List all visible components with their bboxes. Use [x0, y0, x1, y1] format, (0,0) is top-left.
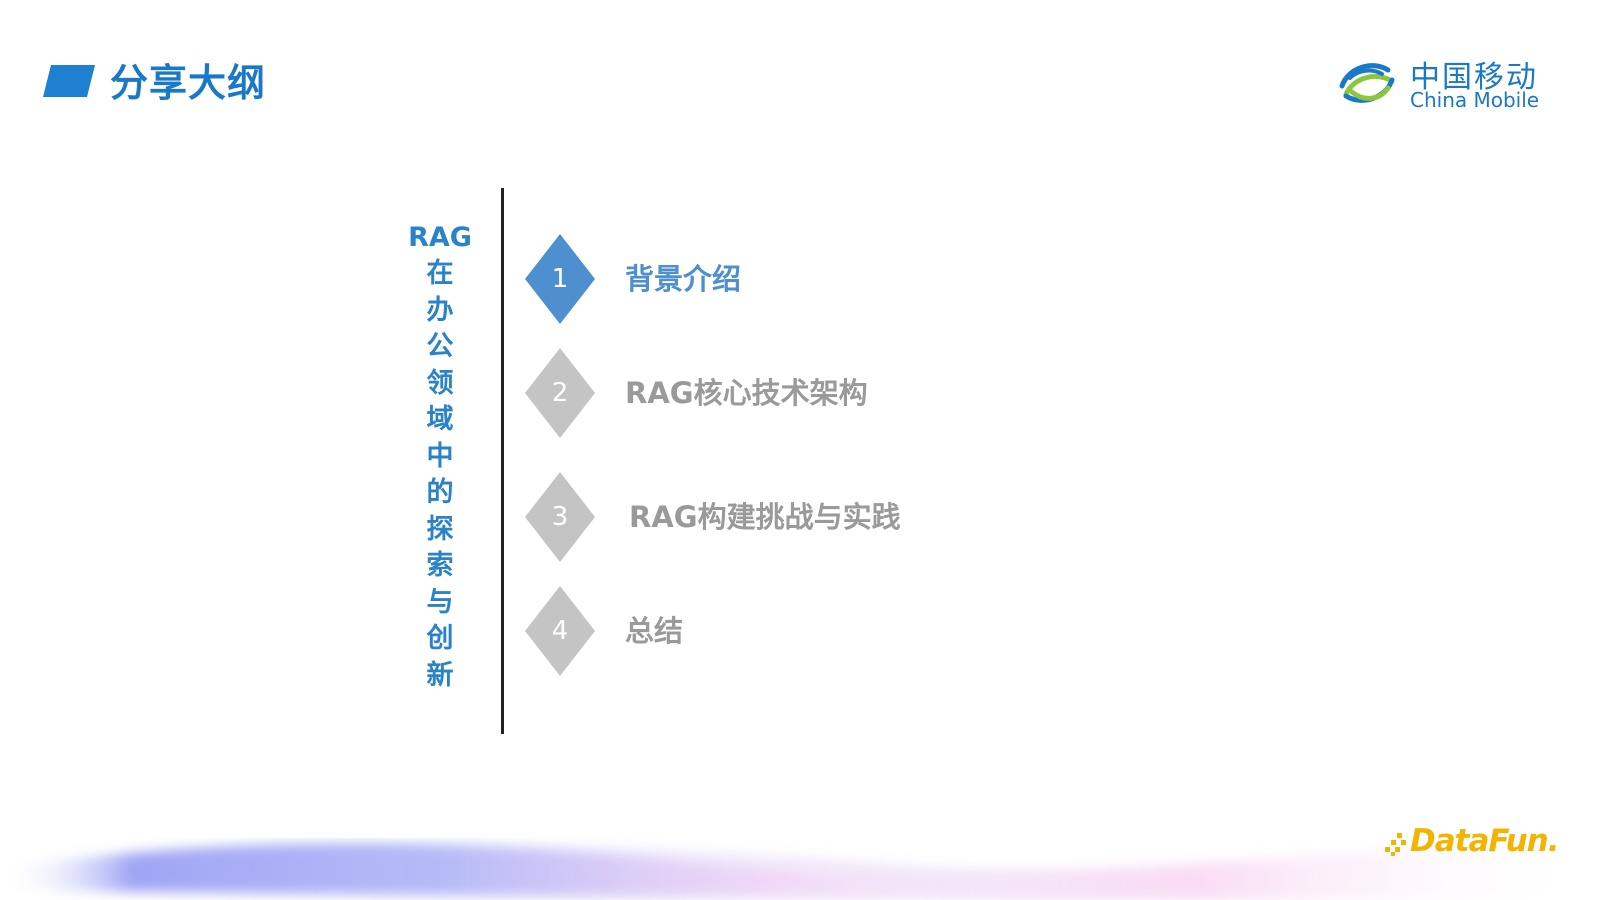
vertical-subtitle-char: 办	[426, 294, 454, 326]
vertical-subtitle-char: 新	[426, 659, 454, 691]
vertical-subtitle-char: 索	[426, 550, 454, 581]
outline-item-2: 2 RAG核心技术架构	[525, 348, 1125, 438]
vertical-subtitle-char: 与	[426, 586, 454, 618]
item-label: RAG核心技术架构	[625, 376, 868, 410]
vertical-subtitle-char: 创	[426, 623, 454, 654]
diamond-badge-icon: 4	[525, 586, 595, 676]
vertical-subtitle-char: 领	[426, 367, 454, 399]
outline-item-1: 1 背景介绍	[525, 234, 1125, 324]
item-number: 2	[551, 378, 569, 408]
brand-name-cn: 中国移动	[1410, 60, 1538, 95]
item-number: 4	[551, 616, 569, 646]
diamond-badge-icon: 3	[525, 472, 595, 562]
outline-item-4: 4 总结	[525, 586, 1125, 676]
item-number: 1	[551, 264, 569, 294]
vertical-divider	[501, 188, 504, 734]
vertical-subtitle-char: 域	[426, 404, 454, 435]
brand-name-en: China Mobile	[1410, 88, 1540, 112]
vertical-subtitle: RAG 在 办 公 领 域 中 的 探 索 与 创 新	[408, 220, 472, 694]
vertical-subtitle-char: 在	[426, 258, 454, 289]
item-number: 3	[551, 502, 569, 532]
vertical-subtitle-char: 探	[426, 513, 454, 545]
datafun-dots-icon	[1385, 833, 1406, 856]
vertical-subtitle-head: RAG	[408, 222, 472, 253]
item-label: 总结	[625, 614, 684, 648]
vertical-subtitle-char: 中	[426, 440, 454, 472]
outline-item-3: 3 RAG构建挑战与实践	[525, 472, 1125, 562]
page-title: 分享大纲	[110, 61, 267, 105]
datafun-logo: DataFun.	[1410, 823, 1560, 859]
item-label: 背景介绍	[625, 262, 742, 296]
diamond-badge-icon: 1	[525, 234, 595, 324]
footer-gradient-wave	[0, 840, 1600, 900]
diamond-badge-icon: 2	[525, 348, 595, 438]
china-mobile-logo-icon	[1339, 63, 1395, 103]
item-label: RAG构建挑战与实践	[629, 500, 901, 534]
vertical-subtitle-char: 的	[426, 477, 454, 508]
vertical-subtitle-char: 公	[426, 331, 454, 362]
china-mobile-logo: 中国移动 China Mobile	[1336, 50, 1546, 120]
title-accent-bar	[43, 65, 95, 97]
